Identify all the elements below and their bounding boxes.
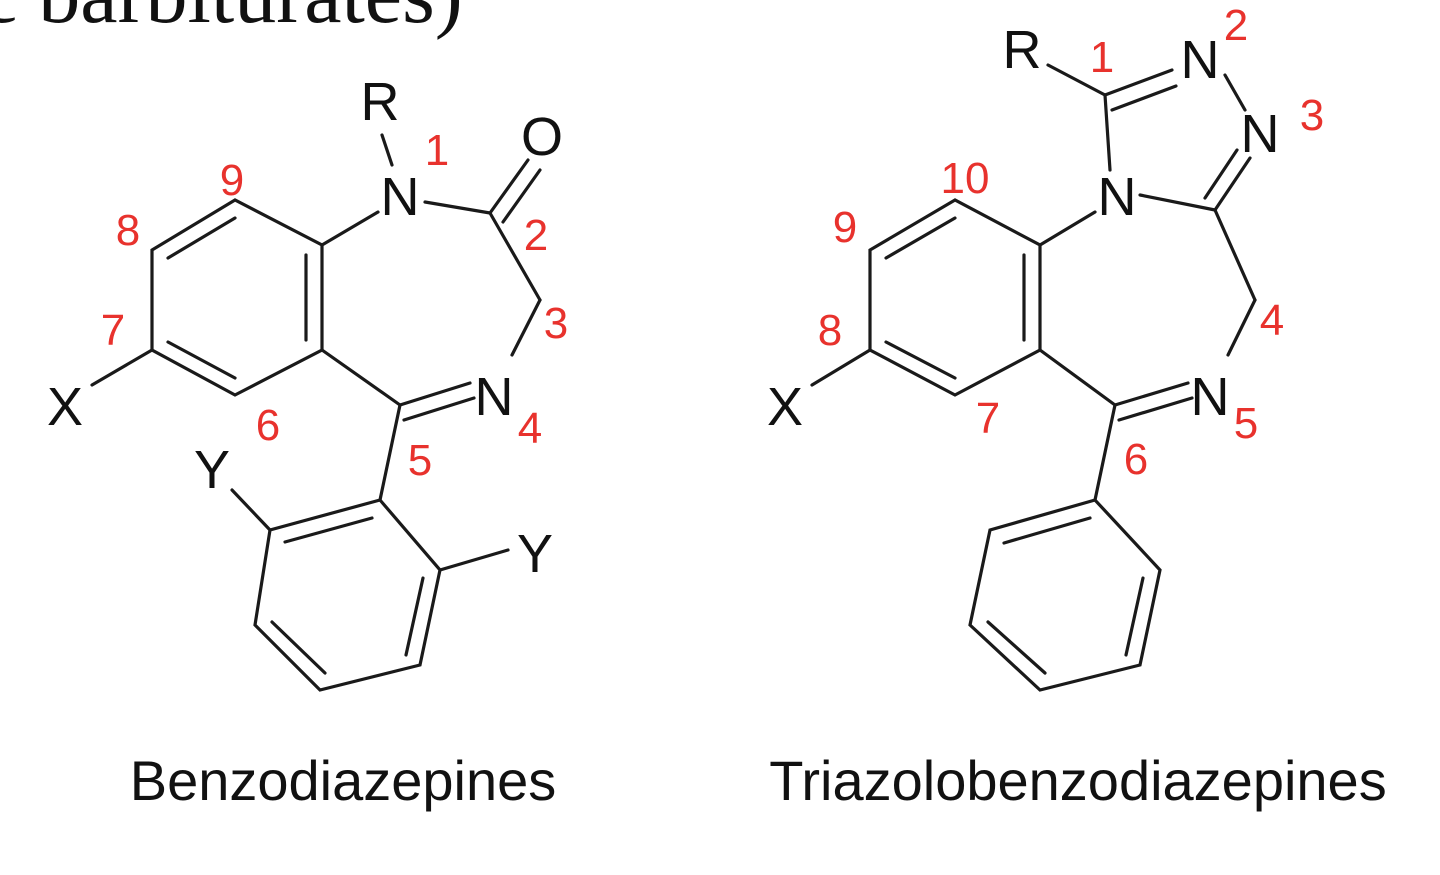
- atom-r: R: [361, 72, 400, 132]
- position-number: 7: [976, 394, 1000, 443]
- atom-o: O: [521, 107, 563, 167]
- position-number: 2: [524, 211, 548, 260]
- triazolobenzodiazepine-numbering: 1 2 3 4 5 6 7 8 9 10: [818, 1, 1324, 484]
- position-number: 9: [833, 203, 857, 252]
- atom-x: X: [47, 377, 83, 437]
- triazolobenzodiazepine-bonds: [810, 63, 1257, 692]
- header-text-fragment: c barbiturates): [0, 0, 463, 41]
- position-number: 7: [101, 306, 125, 355]
- position-number: 2: [1224, 1, 1248, 50]
- atom-n3: N: [1241, 104, 1280, 164]
- benzodiazepine-structure: R N O N X Y Y 1 2 3 4 5 6 7 8 9 Benzodia…: [47, 72, 568, 812]
- triazolobenzodiazepine-structure: R N N N N X 1 2 3 4 5 6 7 8 9 10 Triazol…: [767, 1, 1387, 812]
- benzodiazepine-bonds: [90, 133, 542, 692]
- atom-y-right: Y: [517, 524, 553, 584]
- position-number: 9: [220, 156, 244, 205]
- benzodiazepine-caption: Benzodiazepines: [130, 749, 557, 812]
- triazolobenzodiazepine-caption: Triazolobenzodiazepines: [769, 749, 1386, 812]
- position-number: 8: [818, 306, 842, 355]
- position-number: 4: [1260, 296, 1284, 345]
- position-number: 5: [408, 436, 432, 485]
- position-number: 4: [518, 404, 542, 453]
- atom-y-left: Y: [194, 440, 230, 500]
- position-number: 1: [425, 126, 449, 175]
- benzodiazepine-numbering: 1 2 3 4 5 6 7 8 9: [101, 126, 568, 485]
- atom-n-bridge: N: [1098, 167, 1137, 227]
- position-number: 8: [116, 206, 140, 255]
- position-number: 5: [1234, 399, 1258, 448]
- atom-n2: N: [1181, 30, 1220, 90]
- position-number: 3: [1300, 91, 1324, 140]
- position-number: 1: [1090, 33, 1114, 82]
- atom-r: R: [1003, 20, 1042, 80]
- atom-x: X: [767, 377, 803, 437]
- atom-n4: N: [475, 367, 514, 427]
- position-number: 10: [941, 154, 990, 203]
- position-number: 6: [1124, 435, 1148, 484]
- atom-n5: N: [1191, 367, 1230, 427]
- atom-n1: N: [381, 167, 420, 227]
- position-number: 6: [256, 401, 280, 450]
- position-number: 3: [544, 299, 568, 348]
